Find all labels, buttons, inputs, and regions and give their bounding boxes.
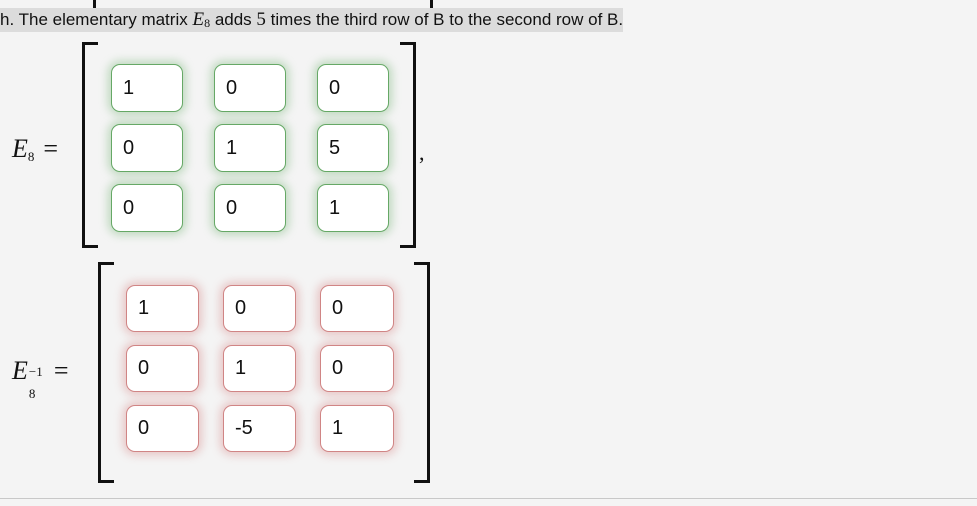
prompt-scalar: 5 [256,9,266,30]
matrix-bracket-left-e8-inverse [98,262,114,483]
matrix-grid-e8-inverse: 1 0 0 0 1 0 0 -5 1 [126,285,394,452]
matrix-cell-e8inv-r3c2[interactable]: -5 [223,405,296,452]
prompt-text-after: adds [214,10,252,29]
matrix-bracket-left-e8 [82,42,98,248]
matrix-cell-e8-r1c3[interactable]: 0 [317,64,389,112]
prompt-text-tail: times the third row of B to the second r… [270,10,624,29]
prompt-marker: h. [0,10,15,29]
matrix-cell-e8-r2c1[interactable]: 0 [111,124,183,172]
matrix-cell-e8inv-r1c1[interactable]: 1 [126,285,199,332]
matrix-cell-e8inv-r1c2[interactable]: 0 [223,285,296,332]
matrix-cell-e8inv-r3c1[interactable]: 0 [126,405,199,452]
matrix-cell-e8-r3c2[interactable]: 0 [214,184,286,232]
prompt-matrix-symbol: E8 [192,9,211,30]
section-divider [0,498,977,499]
matrix-cell-e8-r2c2[interactable]: 1 [214,124,286,172]
matrix-bracket-right-e8 [400,42,416,248]
prompt-text-before: The elementary matrix [18,10,188,29]
matrix-cell-e8-r1c1[interactable]: 1 [111,64,183,112]
matrix-cell-e8inv-r1c3[interactable]: 0 [320,285,394,332]
matrix-grid-e8: 1 0 0 0 1 5 0 0 1 [111,64,389,232]
matrix-label-e8: E8= [12,134,59,164]
matrix-cell-e8inv-r2c1[interactable]: 0 [126,345,199,392]
matrix-cell-e8-r3c1[interactable]: 0 [111,184,183,232]
matrix-cell-e8-r2c3[interactable]: 5 [317,124,389,172]
matrix-trailing-comma-e8: , [419,140,425,165]
matrix-cell-e8inv-r3c3[interactable]: 1 [320,405,394,452]
matrix-cell-e8-r3c3[interactable]: 1 [317,184,389,232]
question-prompt: h. The elementary matrix E8 adds 5 times… [0,8,624,32]
matrix-bracket-right-e8-inverse [414,262,430,483]
matrix-cell-e8-r1c2[interactable]: 0 [214,64,286,112]
matrix-cell-e8inv-r2c2[interactable]: 1 [223,345,296,392]
matrix-cell-e8inv-r2c3[interactable]: 0 [320,345,394,392]
